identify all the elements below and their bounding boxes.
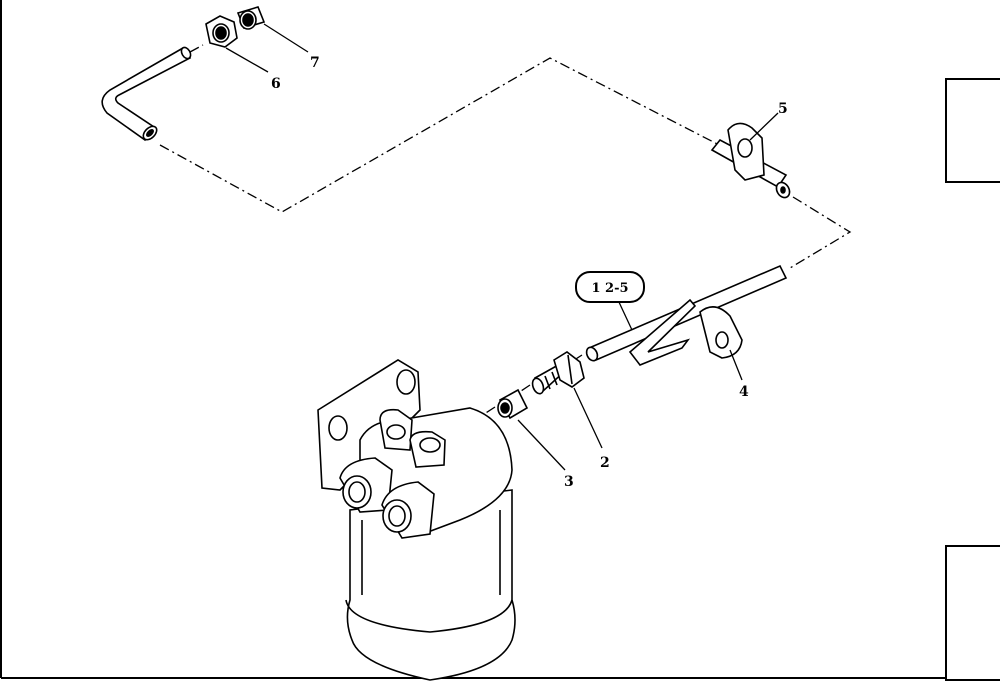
sleeve-collar — [236, 6, 266, 30]
bent-pipe — [101, 46, 192, 142]
union-fitting — [531, 351, 585, 395]
fuel-filter-assembly — [317, 359, 516, 681]
callout-5: 5 — [778, 101, 788, 117]
leader-lines — [225, 23, 779, 471]
callout-labels: 2 3 4 5 6 7 — [271, 55, 788, 490]
hex-nut — [205, 15, 238, 48]
reference-label-box[interactable]: 1 2-5 — [575, 271, 645, 303]
side-tab-lower — [945, 545, 1000, 681]
bracket-pipe — [710, 122, 791, 199]
sleeve-part-3 — [497, 388, 529, 420]
callout-4: 4 — [739, 384, 749, 400]
assembly-path — [159, 44, 852, 419]
side-tab-upper — [945, 78, 1000, 183]
reference-label-text: 1 2-5 — [591, 281, 628, 296]
fuel-pipe-long — [585, 264, 788, 366]
callout-3: 3 — [564, 474, 574, 490]
callout-6: 6 — [271, 76, 281, 92]
callout-2: 2 — [600, 455, 610, 471]
callout-7: 7 — [310, 55, 320, 71]
